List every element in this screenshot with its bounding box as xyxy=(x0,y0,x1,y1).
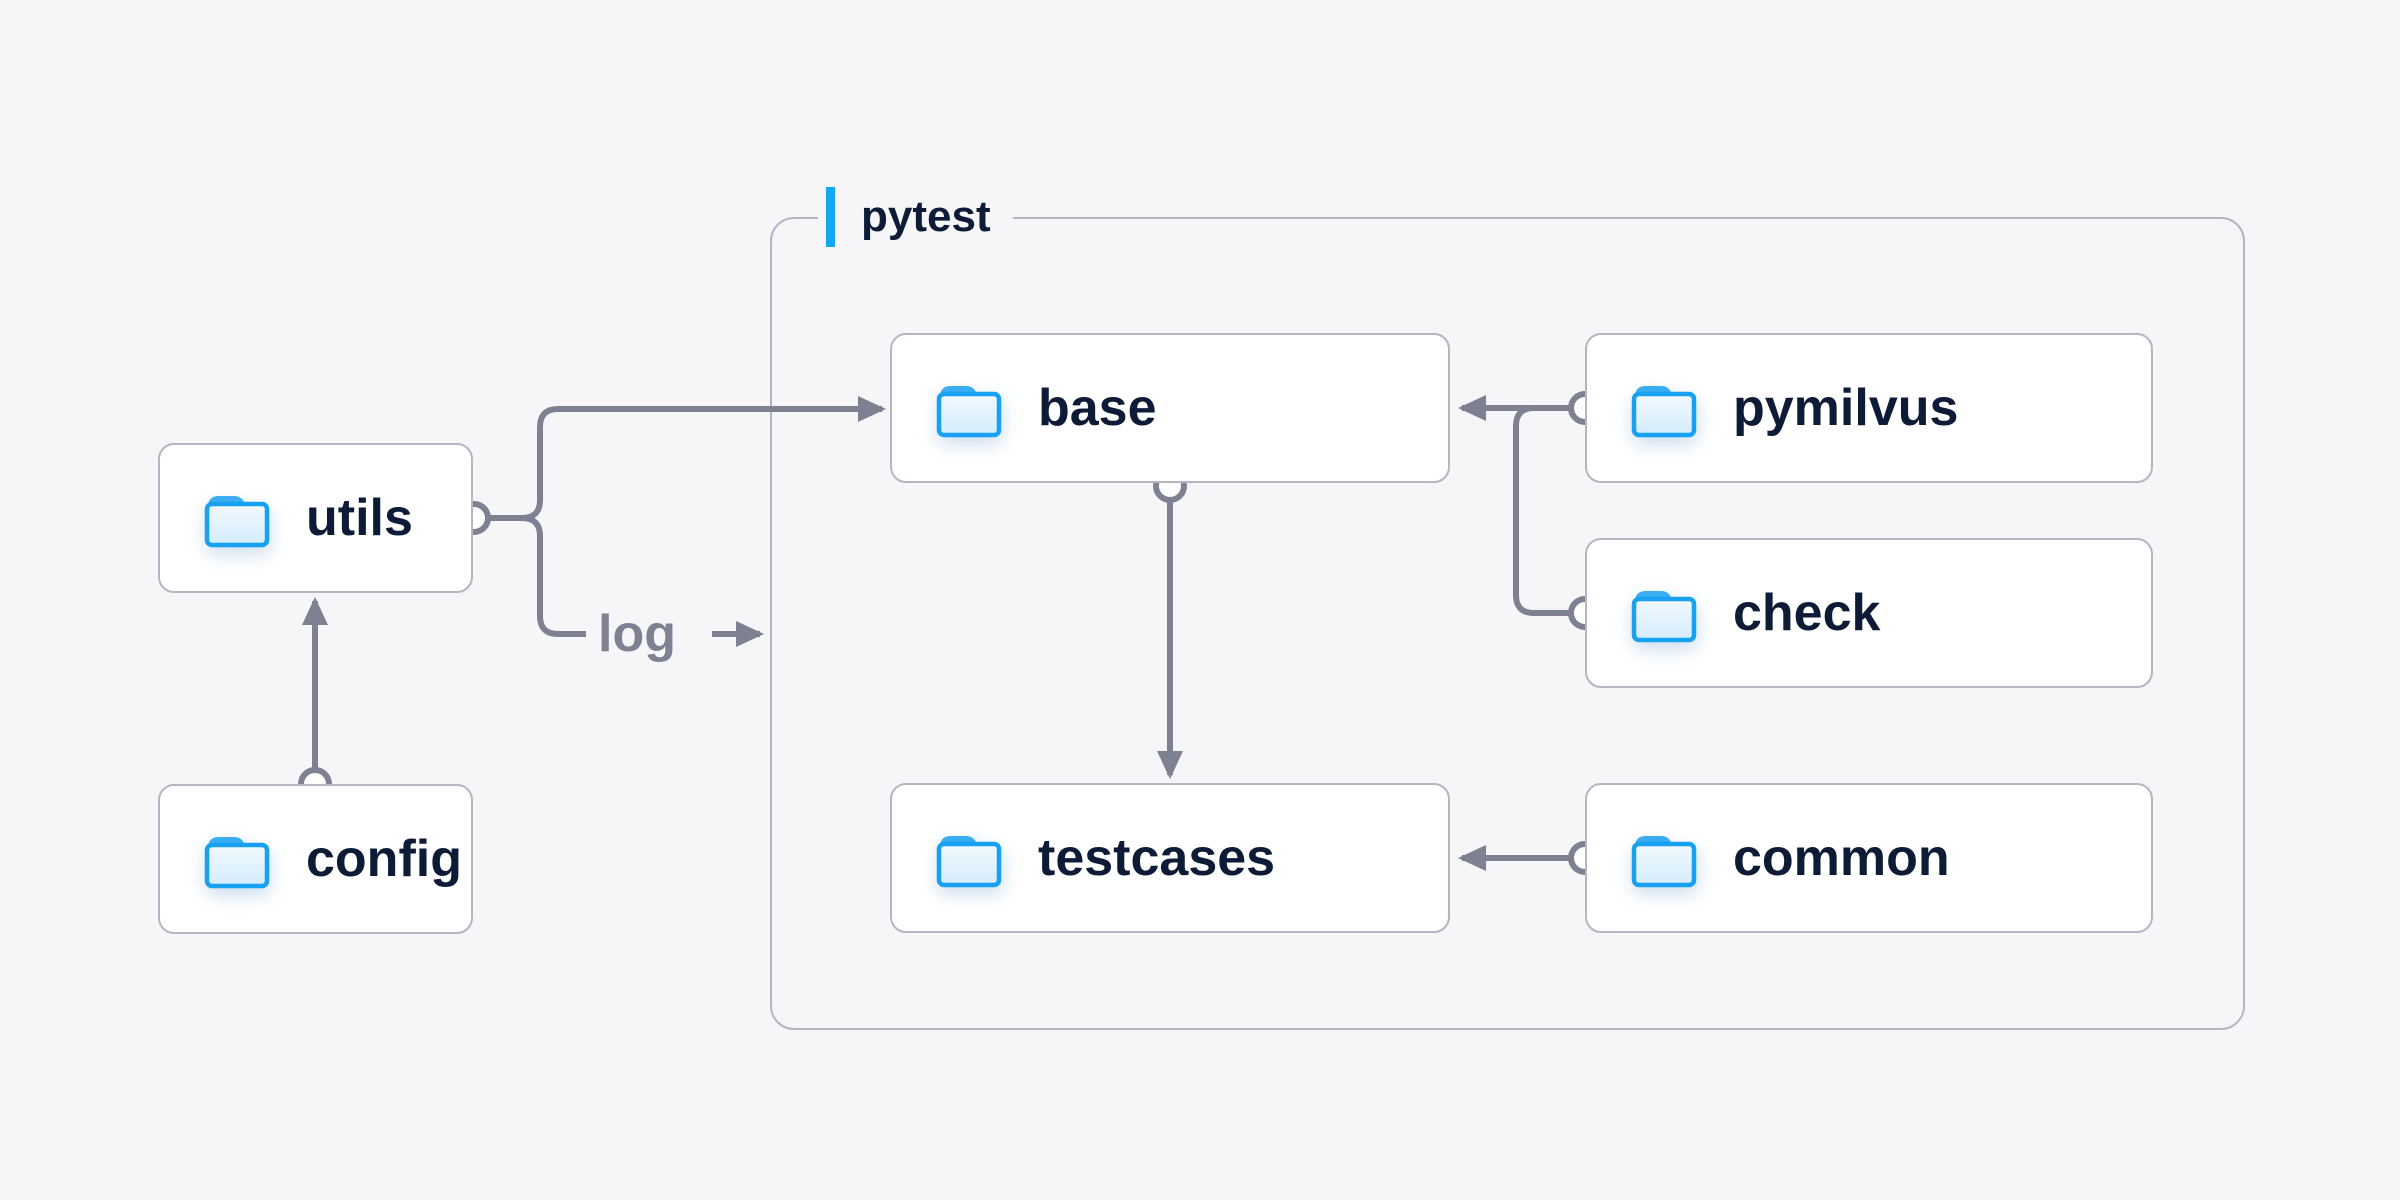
node-label: base xyxy=(1038,379,1157,437)
node-utils: utils xyxy=(158,443,473,593)
node-label: utils xyxy=(306,489,413,547)
node-label: pymilvus xyxy=(1733,379,1959,437)
folder-icon xyxy=(200,828,274,890)
node-label: testcases xyxy=(1038,829,1276,887)
edge-utils-log xyxy=(521,515,586,637)
pytest-group-label: pytest xyxy=(818,186,1013,248)
accent-bar xyxy=(826,187,835,247)
node-label: check xyxy=(1733,584,1881,642)
folder-icon xyxy=(932,377,1006,439)
pytest-group-container xyxy=(770,217,2245,1030)
node-check: check xyxy=(1585,538,2153,688)
node-config: config xyxy=(158,784,473,934)
folder-icon xyxy=(200,487,274,549)
node-label: common xyxy=(1733,829,1950,887)
node-label: config xyxy=(306,830,462,888)
edge-label-log: log xyxy=(598,605,676,663)
edge-check-base xyxy=(1513,405,1570,616)
group-title: pytest xyxy=(861,192,991,241)
folder-icon xyxy=(1627,827,1701,889)
node-pymilvus: pymilvus xyxy=(1585,333,2153,483)
node-common: common xyxy=(1585,783,2153,933)
node-base: base xyxy=(890,333,1450,483)
node-testcases: testcases xyxy=(890,783,1450,933)
folder-icon xyxy=(932,827,1006,889)
folder-icon xyxy=(1627,377,1701,439)
edge-utils-base xyxy=(521,396,886,521)
folder-icon xyxy=(1627,582,1701,644)
